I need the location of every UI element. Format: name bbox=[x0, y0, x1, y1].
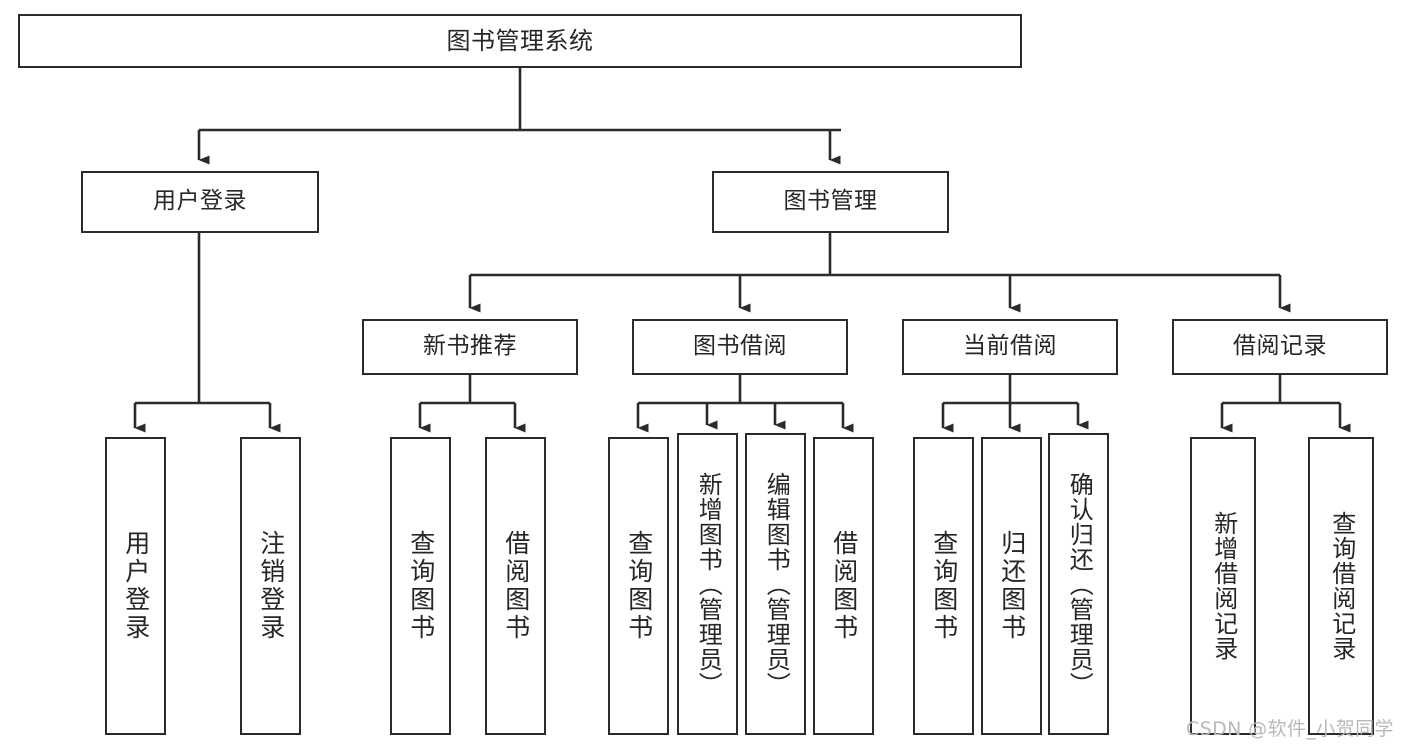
node-label: 借阅图书 bbox=[829, 530, 859, 642]
node-label: 编辑图书（管理员） bbox=[762, 471, 791, 697]
leaf-query-book-borrow[interactable]: 查询图书 bbox=[608, 437, 669, 735]
node-root-system[interactable]: 图书管理系统 bbox=[18, 14, 1022, 68]
node-label: 确认归还（管理员） bbox=[1065, 471, 1094, 697]
node-current-borrow[interactable]: 当前借阅 bbox=[902, 319, 1118, 375]
node-user-login[interactable]: 用户登录 bbox=[81, 171, 319, 233]
node-label: 新增图书（管理员） bbox=[694, 471, 723, 697]
leaf-confirm-return-admin[interactable]: 确认归还（管理员） bbox=[1048, 433, 1109, 735]
leaf-edit-book-admin[interactable]: 编辑图书（管理员） bbox=[745, 433, 806, 735]
leaf-borrow-book[interactable]: 借阅图书 bbox=[813, 437, 874, 735]
node-label: 归还图书 bbox=[997, 530, 1027, 642]
node-label: 新增借阅记录 bbox=[1209, 511, 1238, 661]
leaf-logout[interactable]: 注销登录 bbox=[240, 437, 301, 735]
leaf-borrow-book-recommend[interactable]: 借阅图书 bbox=[485, 437, 546, 735]
node-new-book-recommend[interactable]: 新书推荐 bbox=[362, 319, 578, 375]
watermark: CSDN @软件_小贺同学 bbox=[1186, 718, 1394, 740]
leaf-add-borrow-record[interactable]: 新增借阅记录 bbox=[1190, 437, 1256, 735]
node-label: 图书借阅 bbox=[693, 333, 787, 360]
node-label: 用户登录 bbox=[153, 188, 247, 215]
leaf-user-login[interactable]: 用户登录 bbox=[105, 437, 166, 735]
node-label: 注销登录 bbox=[256, 530, 286, 642]
node-label: 借阅图书 bbox=[501, 530, 531, 642]
node-label: 用户登录 bbox=[121, 530, 151, 642]
leaf-query-book-recommend[interactable]: 查询图书 bbox=[390, 437, 451, 735]
leaf-query-book-current[interactable]: 查询图书 bbox=[913, 437, 974, 735]
node-label: 查询借阅记录 bbox=[1327, 511, 1356, 661]
leaf-return-book[interactable]: 归还图书 bbox=[981, 437, 1042, 735]
node-label: 借阅记录 bbox=[1233, 333, 1327, 360]
node-label: 图书管理 bbox=[783, 188, 878, 215]
leaf-query-borrow-record[interactable]: 查询借阅记录 bbox=[1308, 437, 1374, 735]
node-borrow-records[interactable]: 借阅记录 bbox=[1172, 319, 1388, 375]
node-label: 当前借阅 bbox=[963, 333, 1057, 360]
node-label: 图书管理系统 bbox=[446, 26, 594, 55]
node-book-borrow[interactable]: 图书借阅 bbox=[632, 319, 848, 375]
node-label: 查询图书 bbox=[624, 530, 654, 642]
leaf-add-book-admin[interactable]: 新增图书（管理员） bbox=[677, 433, 738, 735]
node-book-management[interactable]: 图书管理 bbox=[712, 171, 949, 233]
node-label: 查询图书 bbox=[406, 530, 436, 642]
node-label: 查询图书 bbox=[929, 530, 959, 642]
node-label: 新书推荐 bbox=[423, 333, 517, 360]
